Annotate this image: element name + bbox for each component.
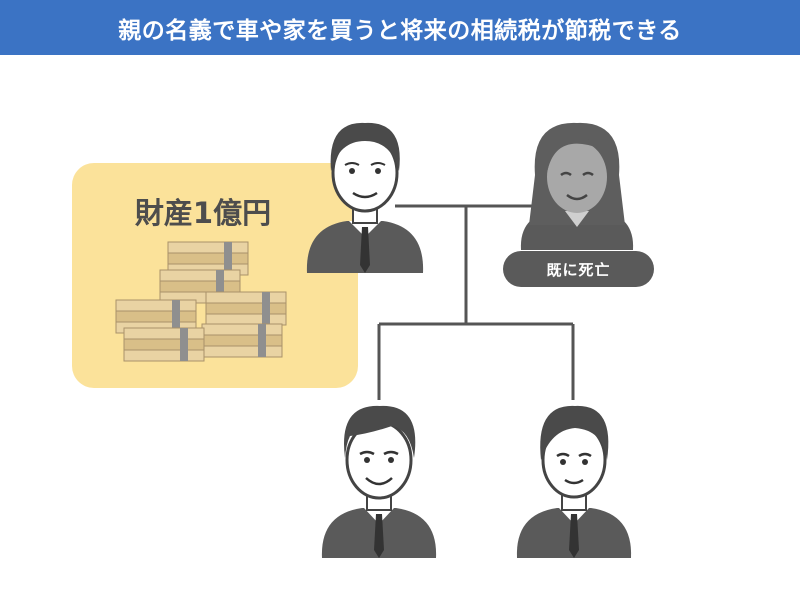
father-icon	[306, 122, 424, 273]
status-badge: 既に死亡	[503, 251, 654, 287]
header-bar: 親の名義で車や家を買うと将来の相続税が節税できる	[0, 0, 800, 55]
mother-status: 既に死亡	[546, 260, 611, 279]
child-left-icon	[321, 405, 437, 558]
asset-label: 財産1億円	[134, 196, 272, 230]
page-title: 親の名義で車や家を買うと将来の相続税が節税できる	[118, 17, 682, 44]
child-right-icon	[516, 405, 632, 558]
mother-icon	[520, 122, 634, 250]
